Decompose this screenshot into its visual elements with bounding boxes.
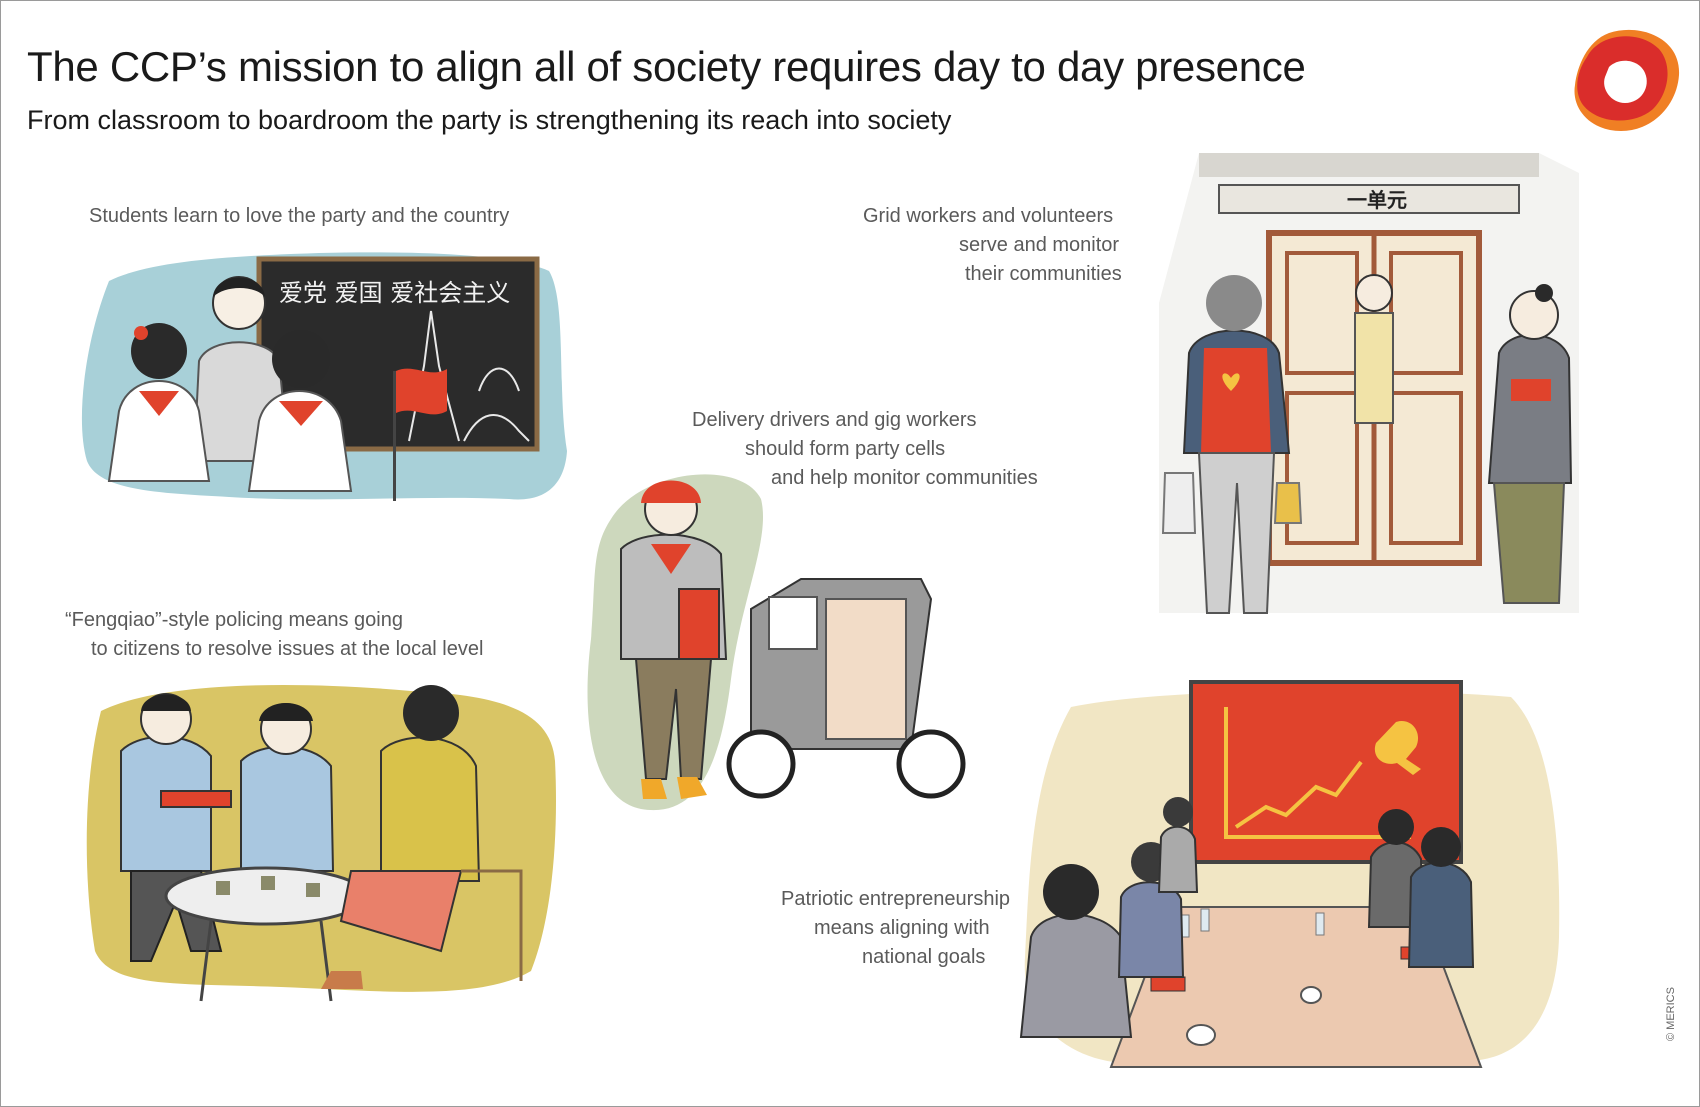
flag-pole	[393, 371, 396, 501]
page-title: The CCP’s mission to align all of societ…	[27, 43, 1306, 90]
caption-students: Students learn to love the party and the…	[89, 202, 509, 231]
door-sign	[1218, 184, 1520, 214]
growth-axes	[1224, 707, 1411, 839]
armband	[1511, 379, 1551, 401]
caption-line: Students learn to love the party and the…	[89, 205, 510, 227]
cap-icon	[641, 480, 701, 503]
caption-grid-workers: Grid workers and volunteers serve and mo…	[863, 202, 1133, 289]
grid-workers-illustration: 一单元	[1159, 153, 1579, 614]
caption-line: Delivery drivers and gig workers	[692, 409, 977, 431]
notebook-icon	[160, 790, 232, 808]
boardroom-illustration	[1019, 680, 1560, 1068]
caption-line: national goals	[862, 946, 986, 968]
classroom-illustration: 爱党 爱国 爱社会主义	[81, 252, 568, 501]
delivery-illustration	[587, 474, 966, 811]
flag-icon	[396, 368, 447, 415]
caption-line: should form party cells	[745, 438, 946, 460]
blackboard-slogan: 爱党 爱国 爱社会主义	[279, 279, 510, 307]
caption-line: Patriotic entrepreneurship	[781, 888, 1011, 910]
document-icon	[678, 588, 720, 660]
copyright-credit: © MERICS	[1665, 987, 1677, 1041]
caption-line: means aligning with	[814, 917, 990, 939]
merics-logo-icon	[1574, 29, 1680, 131]
door-sign-text: 一单元	[1347, 188, 1407, 212]
caption-line: to citizens to resolve issues at the loc…	[91, 638, 484, 660]
caption-line: their communities	[965, 263, 1122, 285]
wheel-icon	[896, 729, 966, 799]
page-subtitle: From classroom to boardroom the party is…	[27, 105, 952, 135]
wheel-icon	[726, 729, 796, 799]
growth-line	[1234, 760, 1363, 829]
heart-icon	[1222, 373, 1240, 391]
caption-line: and help monitor communities	[771, 467, 1038, 489]
caption-delivery: Delivery drivers and gig workers should …	[692, 406, 1038, 493]
policing-illustration	[86, 685, 556, 1002]
caption-line: Grid workers and volunteers	[863, 205, 1114, 227]
hammer-sickle-icon	[1374, 721, 1421, 775]
caption-line: serve and monitor	[959, 234, 1120, 256]
caption-policing: “Fengqiao”-style policing means going to…	[65, 606, 483, 664]
caption-line: “Fengqiao”-style policing means going	[65, 609, 403, 631]
caption-entrepreneurship: Patriotic entrepreneurship means alignin…	[781, 885, 1010, 972]
